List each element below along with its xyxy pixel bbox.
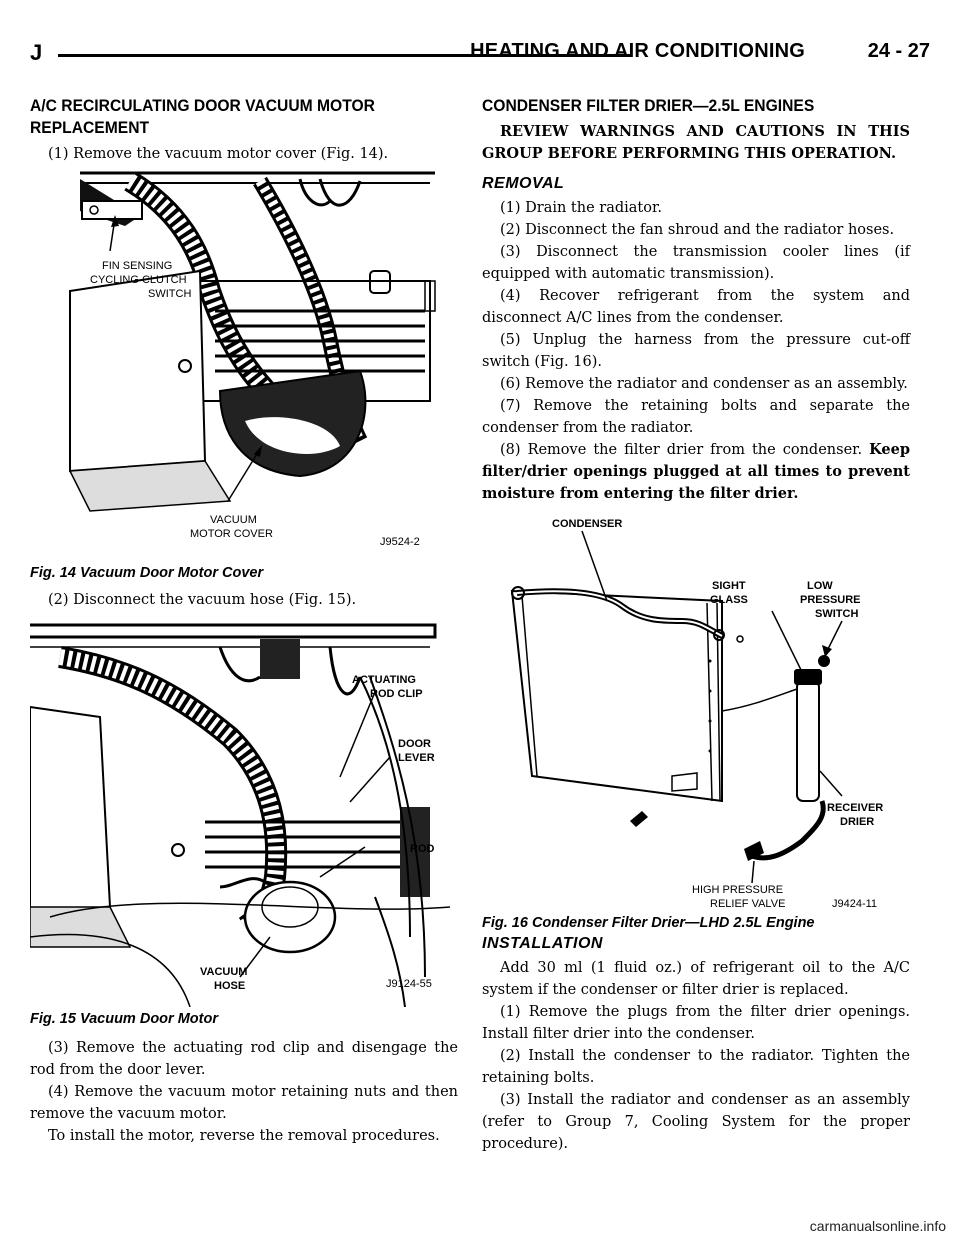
vacuum-motor-cover-illustration: FIN SENSING CYCLING CLUTCH SWITCH VACUUM… — [30, 171, 450, 561]
hose-label: HOSE — [214, 980, 245, 992]
removal-step-3: (3) Disconnect the transmission cooler l… — [482, 244, 910, 282]
figure-code: J9524-2 — [380, 536, 420, 548]
figure-15-caption: Fig. 15 Vacuum Door Motor — [30, 1011, 218, 1027]
rod-clip-label: ROD CLIP — [370, 688, 423, 700]
figure-15: ACTUATING ROD CLIP DOOR LEVER ROD VACUUM… — [30, 617, 458, 1007]
low-label: LOW — [807, 580, 833, 592]
figure-16-caption: Fig. 16 Condenser Filter Drier—LHD 2.5L … — [482, 915, 815, 931]
glass-label: GLASS — [710, 594, 748, 606]
install-step-2: (2) Install the condenser to the radiato… — [482, 1048, 910, 1086]
header-letter: J — [30, 40, 43, 65]
step-1: (1) Remove the vacuum motor cover (Fig. … — [48, 146, 389, 162]
page-number: 24 - 27 — [867, 40, 930, 62]
switch-label: SWITCH — [815, 608, 858, 620]
removal-step-1: (1) Drain the radiator. — [500, 200, 662, 216]
step-2: (2) Disconnect the vacuum hose (Fig. 15)… — [48, 592, 357, 608]
cycling-clutch-label: CYCLING CLUTCH — [90, 274, 187, 286]
header-rule — [58, 54, 630, 57]
vacuum-door-motor-illustration: ACTUATING ROD CLIP DOOR LEVER ROD VACUUM… — [30, 617, 450, 1007]
door-label: DOOR — [398, 738, 431, 750]
removal-heading: REMOVAL — [482, 175, 565, 192]
page-header: J HEATING AND AIR CONDITIONING 24 - 27 — [30, 40, 930, 72]
header-title: HEATING AND AIR CONDITIONING — [470, 40, 805, 62]
pressure-label: PRESSURE — [800, 594, 861, 606]
motor-cover-label: MOTOR COVER — [190, 528, 273, 540]
warning-text: REVIEW WARNINGS AND CAUTIONS IN THIS GRO… — [482, 123, 910, 162]
actuating-label: ACTUATING — [352, 674, 416, 686]
drier-label: DRIER — [840, 816, 874, 828]
step-4: (4) Remove the vacuum motor retaining nu… — [30, 1084, 458, 1122]
removal-step-6: (6) Remove the radiator and condenser as… — [500, 376, 908, 392]
vacuum-label: VACUUM — [200, 966, 247, 978]
removal-step-4: (4) Recover refrigerant from the system … — [482, 288, 910, 326]
installation-heading: INSTALLATION — [482, 935, 603, 952]
condenser-filter-drier-illustration: CONDENSER SIGHT GLASS LOW PRESSURE SWITC… — [482, 511, 902, 911]
section-heading-vacuum-motor: A/C RECIRCULATING DOOR VACUUM MOTOR REPL… — [30, 96, 375, 137]
right-column: CONDENSER FILTER DRIER—2.5L ENGINES REVI… — [482, 95, 910, 1155]
vacuum-label: VACUUM — [210, 514, 257, 526]
moisture-warning: Keep filter/drier openings plugged at al… — [482, 441, 911, 502]
fin-sensing-label: FIN SENSING — [102, 260, 172, 272]
removal-step-2: (2) Disconnect the fan shroud and the ra… — [500, 222, 895, 238]
figure-14-caption: Fig. 14 Vacuum Door Motor Cover — [30, 565, 264, 581]
install-intro: Add 30 ml (1 fluid oz.) of refrigerant o… — [482, 960, 910, 998]
receiver-label: RECEIVER — [827, 802, 883, 814]
left-column: A/C RECIRCULATING DOOR VACUUM MOTOR REPL… — [30, 95, 458, 1147]
figure-14: FIN SENSING CYCLING CLUTCH SWITCH VACUUM… — [30, 171, 458, 561]
section-heading-condenser: CONDENSER FILTER DRIER—2.5L ENGINES — [482, 96, 815, 115]
install-note: To install the motor, reverse the remova… — [48, 1128, 440, 1144]
figure-code: J9124-55 — [386, 978, 432, 990]
removal-step-8: (8) Remove the filter drier from the con… — [482, 441, 911, 502]
install-step-1: (1) Remove the plugs from the filter dri… — [482, 1004, 910, 1042]
figure-16: CONDENSER SIGHT GLASS LOW PRESSURE SWITC… — [482, 511, 910, 911]
sight-label: SIGHT — [712, 580, 746, 592]
rod-label: ROD — [410, 843, 435, 855]
step-3: (3) Remove the actuating rod clip and di… — [30, 1040, 458, 1078]
site-watermark: carmanualsonline.info — [809, 1218, 946, 1234]
lever-label: LEVER — [398, 752, 435, 764]
removal-step-7: (7) Remove the retaining bolts and separ… — [482, 398, 910, 436]
condenser-label: CONDENSER — [552, 518, 622, 530]
figure-code: J9424-11 — [832, 898, 877, 910]
removal-step-5: (5) Unplug the harness from the pressure… — [482, 332, 910, 370]
relief-valve-label: RELIEF VALVE — [710, 898, 785, 910]
high-pressure-label: HIGH PRESSURE — [692, 884, 783, 896]
install-step-3: (3) Install the radiator and condenser a… — [482, 1092, 910, 1152]
switch-label: SWITCH — [148, 288, 191, 300]
